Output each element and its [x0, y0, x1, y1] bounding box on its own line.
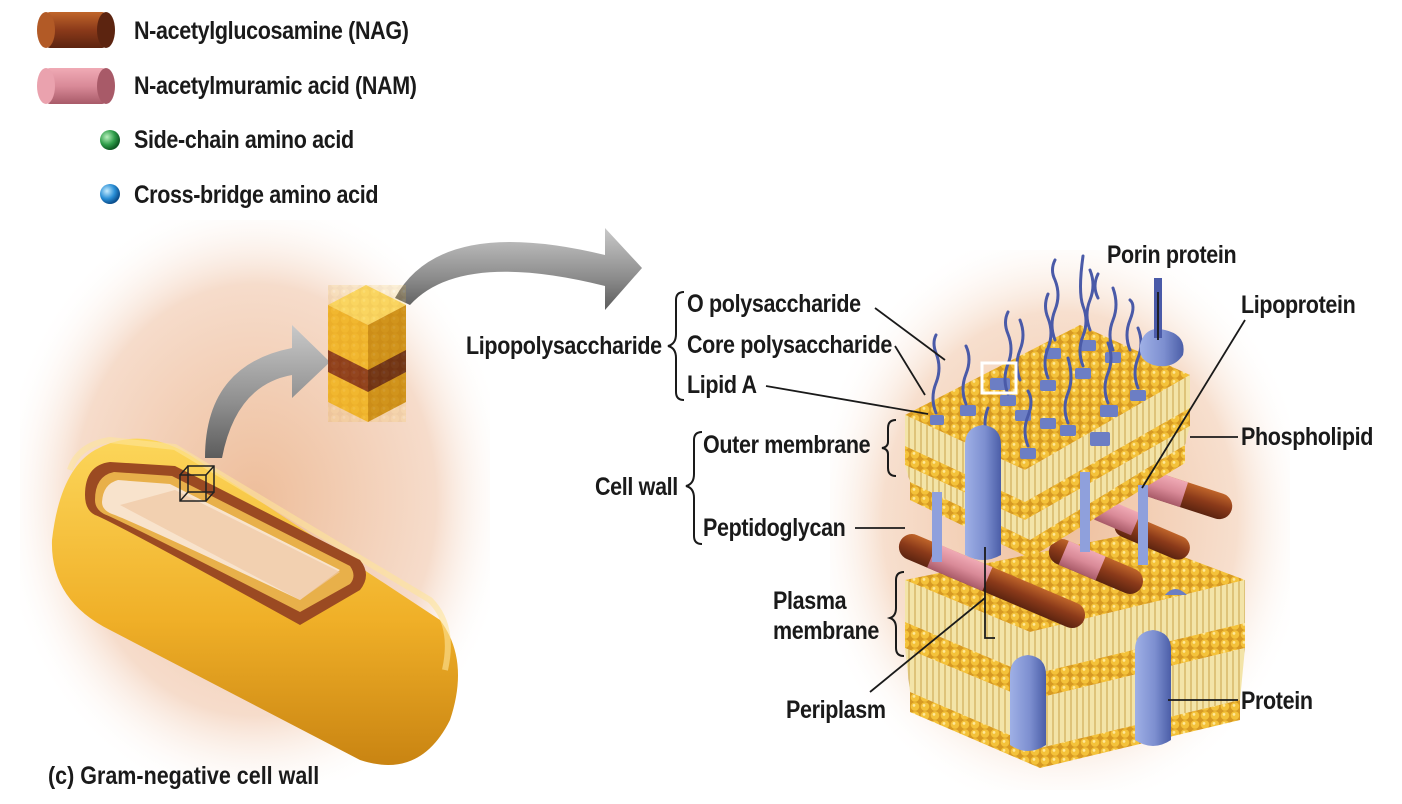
zoom-arrow-1: [205, 325, 330, 458]
inset-box: [980, 361, 1018, 395]
label-lipid-a: Lipid A: [687, 371, 757, 399]
outer-membrane-bracket: [881, 419, 897, 477]
legend-nam-icon: [37, 68, 115, 104]
label-peptidoglycan: Peptidoglycan: [703, 514, 846, 542]
plasma-membrane-bracket: [886, 571, 905, 657]
selection-cube-icon: [179, 465, 215, 502]
label-porin-protein: Porin protein: [1107, 241, 1237, 269]
label-phospholipid: Phospholipid: [1241, 423, 1374, 451]
label-lipoprotein: Lipoprotein: [1241, 291, 1356, 319]
label-plasma-membrane-line2: membrane: [773, 617, 879, 645]
figure-caption: (c) Gram-negative cell wall: [48, 762, 319, 791]
label-core-polysaccharide: Core polysaccharide: [687, 331, 892, 359]
legend-side-chain-label: Side-chain amino acid: [134, 126, 354, 154]
cell-wall-bracket: [685, 431, 703, 545]
label-protein: Protein: [1241, 687, 1313, 715]
caption-text: Gram-negative cell wall: [80, 762, 320, 790]
legend-nag-label: N-acetylglucosamine (NAG): [134, 17, 409, 45]
label-plasma-membrane-line1: Plasma: [773, 587, 847, 615]
legend-nag-icon: [37, 12, 115, 48]
lipopolysaccharide-bracket: [667, 291, 685, 401]
legend-side-chain-icon: [100, 130, 120, 150]
label-o-polysaccharide: O polysaccharide: [687, 290, 861, 318]
zoom-arrow-2: [395, 228, 642, 310]
legend-cross-bridge-icon: [100, 184, 120, 204]
label-outer-membrane: Outer membrane: [703, 431, 871, 459]
cell-wall-block: [328, 285, 406, 422]
label-lipopolysaccharide: Lipopolysaccharide: [466, 332, 662, 360]
label-cell-wall: Cell wall: [595, 473, 678, 501]
label-periplasm: Periplasm: [786, 696, 886, 724]
legend-nam-label: N-acetylmuramic acid (NAM): [134, 72, 417, 100]
peptidoglycan-rods: [898, 470, 1233, 629]
legend-cross-bridge-label: Cross-bridge amino acid: [134, 181, 379, 209]
caption-letter: (c): [48, 762, 75, 790]
rod-cell: [51, 436, 458, 765]
